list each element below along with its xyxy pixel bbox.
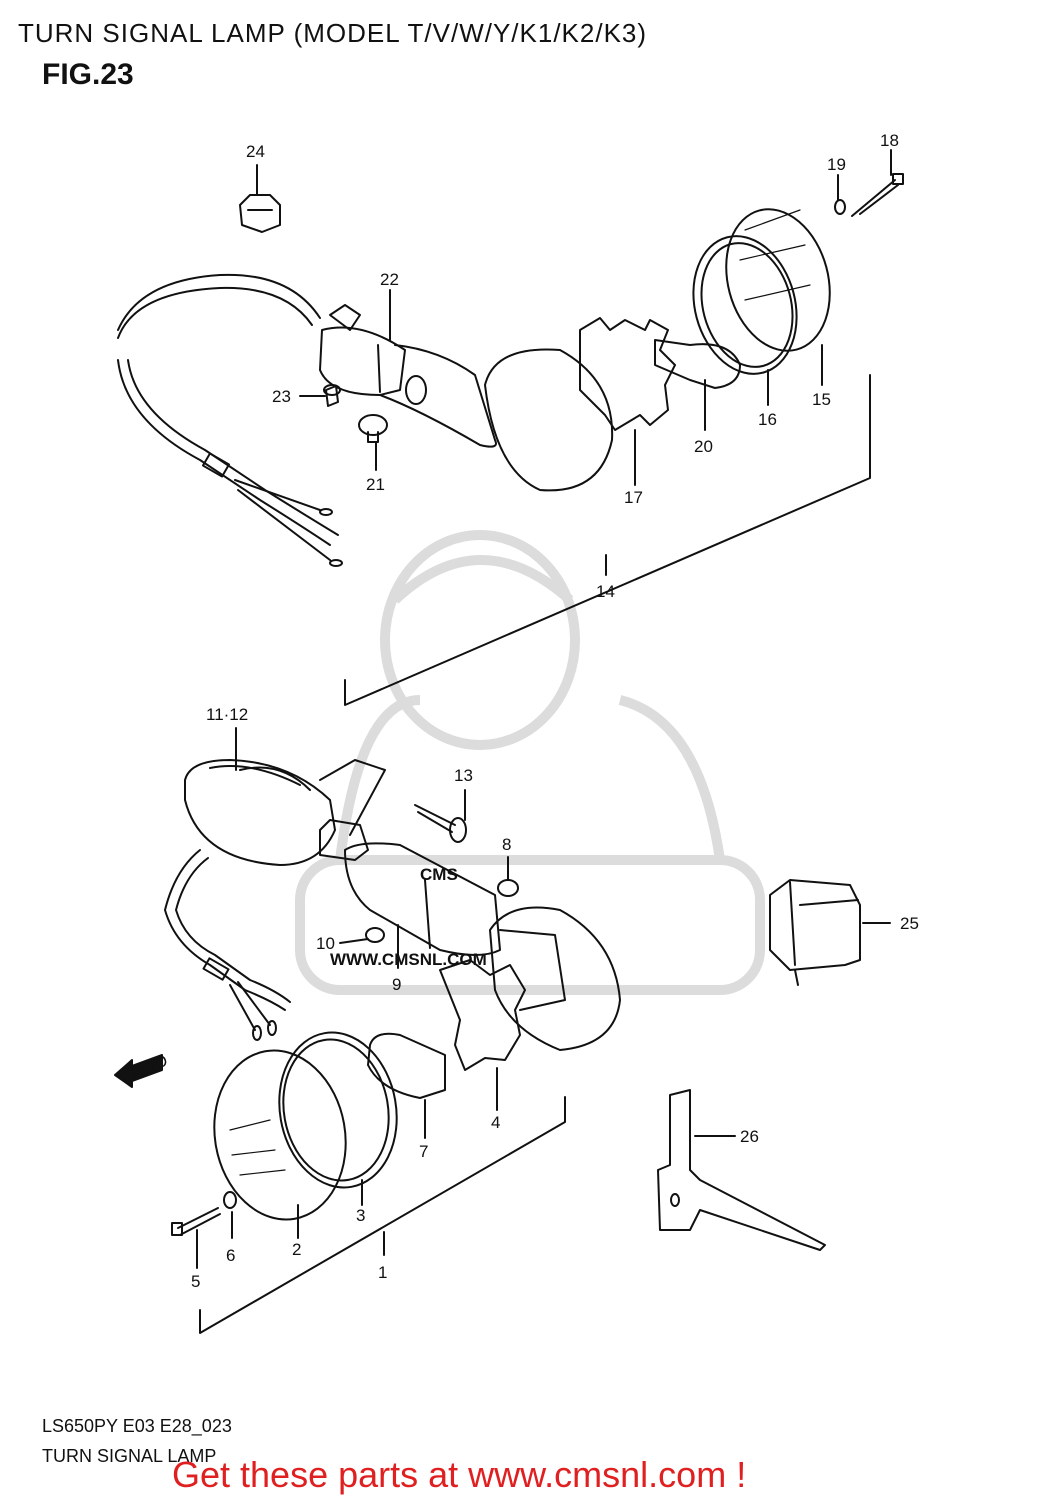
promo-link-text[interactable]: Get these parts at www.cmsnl.com ! <box>172 1454 747 1495</box>
upper-wire-lower <box>117 359 331 546</box>
bulb-lower <box>367 1032 446 1099</box>
mounting-bracket-ring-inner <box>239 766 311 791</box>
stalk-front <box>379 344 497 448</box>
washer-upper <box>834 199 846 215</box>
callout-2: 2 <box>292 1240 301 1259</box>
screw-13 <box>414 804 456 826</box>
callout-9: 9 <box>392 975 401 994</box>
screw-23-head <box>323 384 341 396</box>
callout-14: 14 <box>596 582 615 601</box>
lamp-housing-lower-inner <box>499 929 566 1011</box>
screw-13-head <box>449 817 467 843</box>
stalk-lower <box>344 842 501 956</box>
relay-bracket <box>657 1089 826 1251</box>
mounting-bracket <box>184 759 336 866</box>
wire-terminal-b <box>329 559 343 567</box>
screw-21-shank <box>367 431 379 443</box>
screw-23 <box>325 385 339 407</box>
lens-lower <box>213 1049 347 1221</box>
upper-wire <box>117 273 321 331</box>
stalk-cap <box>329 304 361 331</box>
callout-13: 13 <box>454 766 473 785</box>
gasket-lower-inner <box>282 1038 390 1182</box>
callout-18: 18 <box>880 131 899 150</box>
wire-sleeve <box>201 452 231 478</box>
lens-upper <box>725 208 831 352</box>
lens-lower-ribs <box>229 1119 286 1176</box>
model-code: LS650PY E03 E28_023 <box>42 1416 232 1436</box>
wire-clamp <box>239 194 281 233</box>
callout-22: 22 <box>380 270 399 289</box>
upper-wire-lower-inner <box>127 359 339 536</box>
stalk-joint <box>377 344 381 393</box>
diagram-title: TURN SIGNAL LAMP (MODEL T/V/W/Y/K1/K2/K3… <box>18 18 648 48</box>
fwd-arrow-label: FWD <box>127 1051 170 1082</box>
callout-3: 3 <box>356 1206 365 1225</box>
relay-terminal <box>794 969 799 986</box>
watermark-banner <box>295 855 765 995</box>
lamp-housing-upper <box>484 348 614 492</box>
screw-13-edge <box>417 811 453 833</box>
lower-wire-sleeve <box>202 957 230 981</box>
bulb-socket-bracket-upper <box>579 317 676 431</box>
wire-lead-a <box>234 479 321 511</box>
gasket-upper-inner <box>700 242 794 368</box>
lower-wire-inner <box>175 857 291 1003</box>
callout-24: 24 <box>246 142 265 161</box>
mascot-head-outline <box>380 530 580 750</box>
callout-21: 21 <box>366 475 385 494</box>
watermark-url: WWW.CMSNL.COM <box>330 950 487 969</box>
turn-signal-relay <box>769 879 861 971</box>
lens-upper-ribs <box>739 209 811 301</box>
screw-lower-head <box>171 1222 183 1236</box>
callout-8: 8 <box>502 835 511 854</box>
mascot-cap-outline <box>391 555 574 604</box>
turn-signal-relay-edges <box>789 881 859 966</box>
callout-26: 26 <box>740 1127 759 1146</box>
relay-bracket-hole <box>670 1193 680 1207</box>
callout-20: 20 <box>694 437 713 456</box>
lamp-housing-lower <box>489 906 621 1051</box>
washer-lower <box>223 1191 237 1209</box>
footer-caption: TURN SIGNAL LAMP <box>42 1446 217 1466</box>
callout-25: 25 <box>900 914 919 933</box>
stalk-hole <box>405 375 427 405</box>
screw-10 <box>365 927 385 943</box>
screw-upper-edge <box>859 184 899 215</box>
stalk-lower-joint <box>424 879 431 949</box>
callout-19: 19 <box>827 155 846 174</box>
callout-6: 6 <box>226 1246 235 1265</box>
callout-labels: 24 22 23 21 17 20 16 15 19 18 14 11·12 1… <box>127 131 919 1291</box>
wire-terminal-a <box>319 508 333 516</box>
callout-7: 7 <box>419 1142 428 1161</box>
lower-wire <box>164 849 286 1011</box>
cms-watermark: CMS WWW.CMSNL.COM <box>295 530 765 995</box>
gasket-upper <box>692 235 798 375</box>
upper-wire-inner <box>117 286 313 339</box>
screw-lower-edge <box>179 1213 221 1236</box>
fwd-arrow-icon <box>114 1054 163 1088</box>
callout-4: 4 <box>491 1113 500 1132</box>
screw-21-head <box>358 414 388 436</box>
callout-23: 23 <box>272 387 291 406</box>
callout-10: 10 <box>316 934 335 953</box>
bulb-socket-bracket-lower <box>439 959 526 1071</box>
screw-upper <box>851 179 896 217</box>
mounting-bracket-ring <box>209 765 301 786</box>
stalk-insert-guide <box>319 759 386 836</box>
callout-11-12: 11·12 <box>206 705 248 724</box>
callout-15: 15 <box>812 390 831 409</box>
callout-1: 1 <box>378 1263 387 1282</box>
callout-5: 5 <box>191 1272 200 1291</box>
gasket-lower <box>278 1031 398 1189</box>
wire-lead-b <box>237 489 331 561</box>
screw-lower <box>177 1207 219 1229</box>
callout-17: 17 <box>624 488 643 507</box>
callout-16: 16 <box>758 410 777 429</box>
stalk-lower-front <box>319 819 369 861</box>
screw-upper-head <box>892 173 904 185</box>
screw-8 <box>497 879 519 897</box>
figure-number: FIG.23 <box>42 58 134 91</box>
